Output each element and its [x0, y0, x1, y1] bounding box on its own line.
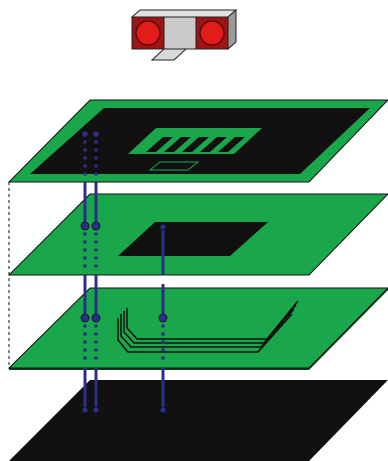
via-pad-1-bottom: [81, 406, 89, 414]
via-pad-1-inner1: [80, 221, 90, 231]
component-side-face: [227, 8, 237, 51]
layer-inner-2: [7, 287, 388, 370]
bottom-ground-plane: [9, 380, 388, 461]
layer-top: [7, 99, 388, 183]
component-pin: [150, 48, 188, 61]
top-connector-pads: [146, 137, 245, 152]
via-pad-2-inner2: [91, 313, 101, 323]
inner-2-routed-traces: [117, 300, 299, 353]
via-stack: [80, 130, 168, 414]
right-led-icon: [199, 20, 225, 46]
via-pad-3-inner1: [159, 223, 167, 231]
via-pad-2-inner1: [91, 221, 101, 231]
via-pad-1-inner2: [80, 313, 90, 323]
inner-1-copper-area: [118, 222, 268, 256]
component-top-face: [130, 9, 238, 18]
via-pad-3-bottom: [159, 406, 167, 414]
layer-inner-1: [7, 193, 388, 276]
layer-bottom: [9, 380, 388, 461]
via-pad-3-inner2: [158, 313, 168, 323]
left-led-icon: [135, 20, 161, 46]
via-pad-2-top: [92, 130, 100, 138]
via-pad-1-top: [81, 130, 89, 138]
via-pad-2-bottom: [92, 406, 100, 414]
top-pad-outline: [148, 161, 200, 171]
led-component: [130, 8, 238, 61]
inner-2-board: [7, 287, 388, 369]
